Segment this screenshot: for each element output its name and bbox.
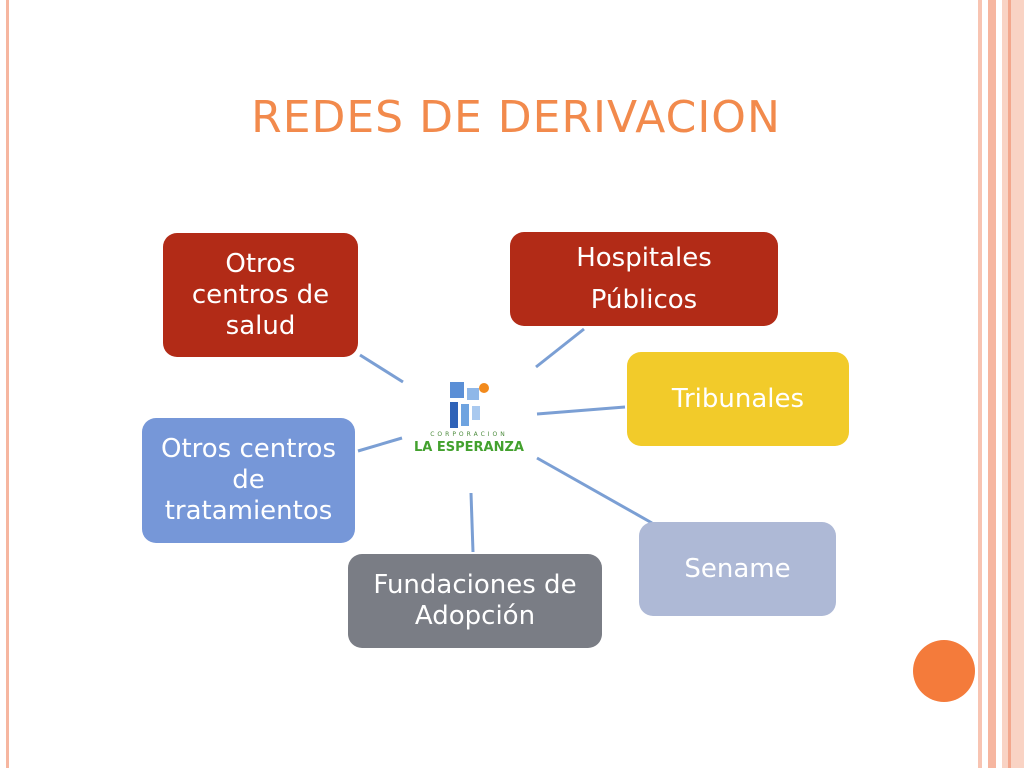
node-label: Otros centros de tratamientos bbox=[160, 434, 337, 526]
logo-caption-small: CORPORACION bbox=[430, 431, 508, 438]
logo-name: LA ESPERANZA bbox=[414, 440, 524, 455]
node-label: Otros centros de salud bbox=[191, 248, 330, 341]
node-label-line1: Hospitales bbox=[576, 243, 712, 273]
node-tribunales: Tribunales bbox=[627, 352, 849, 446]
node-otros-centros-tratamientos: Otros centros de tratamientos bbox=[142, 418, 355, 543]
connector-sename bbox=[536, 456, 653, 525]
connector-fundaciones bbox=[469, 492, 475, 553]
frame-right-stripe bbox=[1008, 0, 1011, 768]
connector-otros-trat bbox=[357, 436, 403, 453]
connector-hospitales bbox=[535, 327, 585, 369]
frame-right-stripe bbox=[978, 0, 982, 768]
node-label-line2: Públicos bbox=[590, 285, 698, 315]
node-otros-centros-salud: Otros centros de salud bbox=[163, 233, 358, 357]
node-label: Tribunales bbox=[671, 383, 805, 414]
decorative-orange-dot bbox=[913, 640, 975, 702]
node-fundaciones-adopcion: Fundaciones de Adopción bbox=[348, 554, 602, 648]
slide-title: REDES DE DERIVACION bbox=[251, 92, 781, 143]
node-hospitales-publicos: Hospitales Públicos bbox=[510, 232, 778, 326]
connector-tribunales bbox=[536, 405, 626, 416]
frame-right-stripe bbox=[988, 0, 996, 768]
frame-right-stripe bbox=[1002, 0, 1024, 768]
logo-mark-icon bbox=[450, 382, 489, 428]
frame-left-stripe bbox=[6, 0, 9, 768]
connector-otros-salud bbox=[359, 353, 404, 384]
node-label: Fundaciones de Adopción bbox=[373, 570, 577, 631]
node-sename: Sename bbox=[639, 522, 836, 616]
node-label: Sename bbox=[684, 553, 791, 584]
